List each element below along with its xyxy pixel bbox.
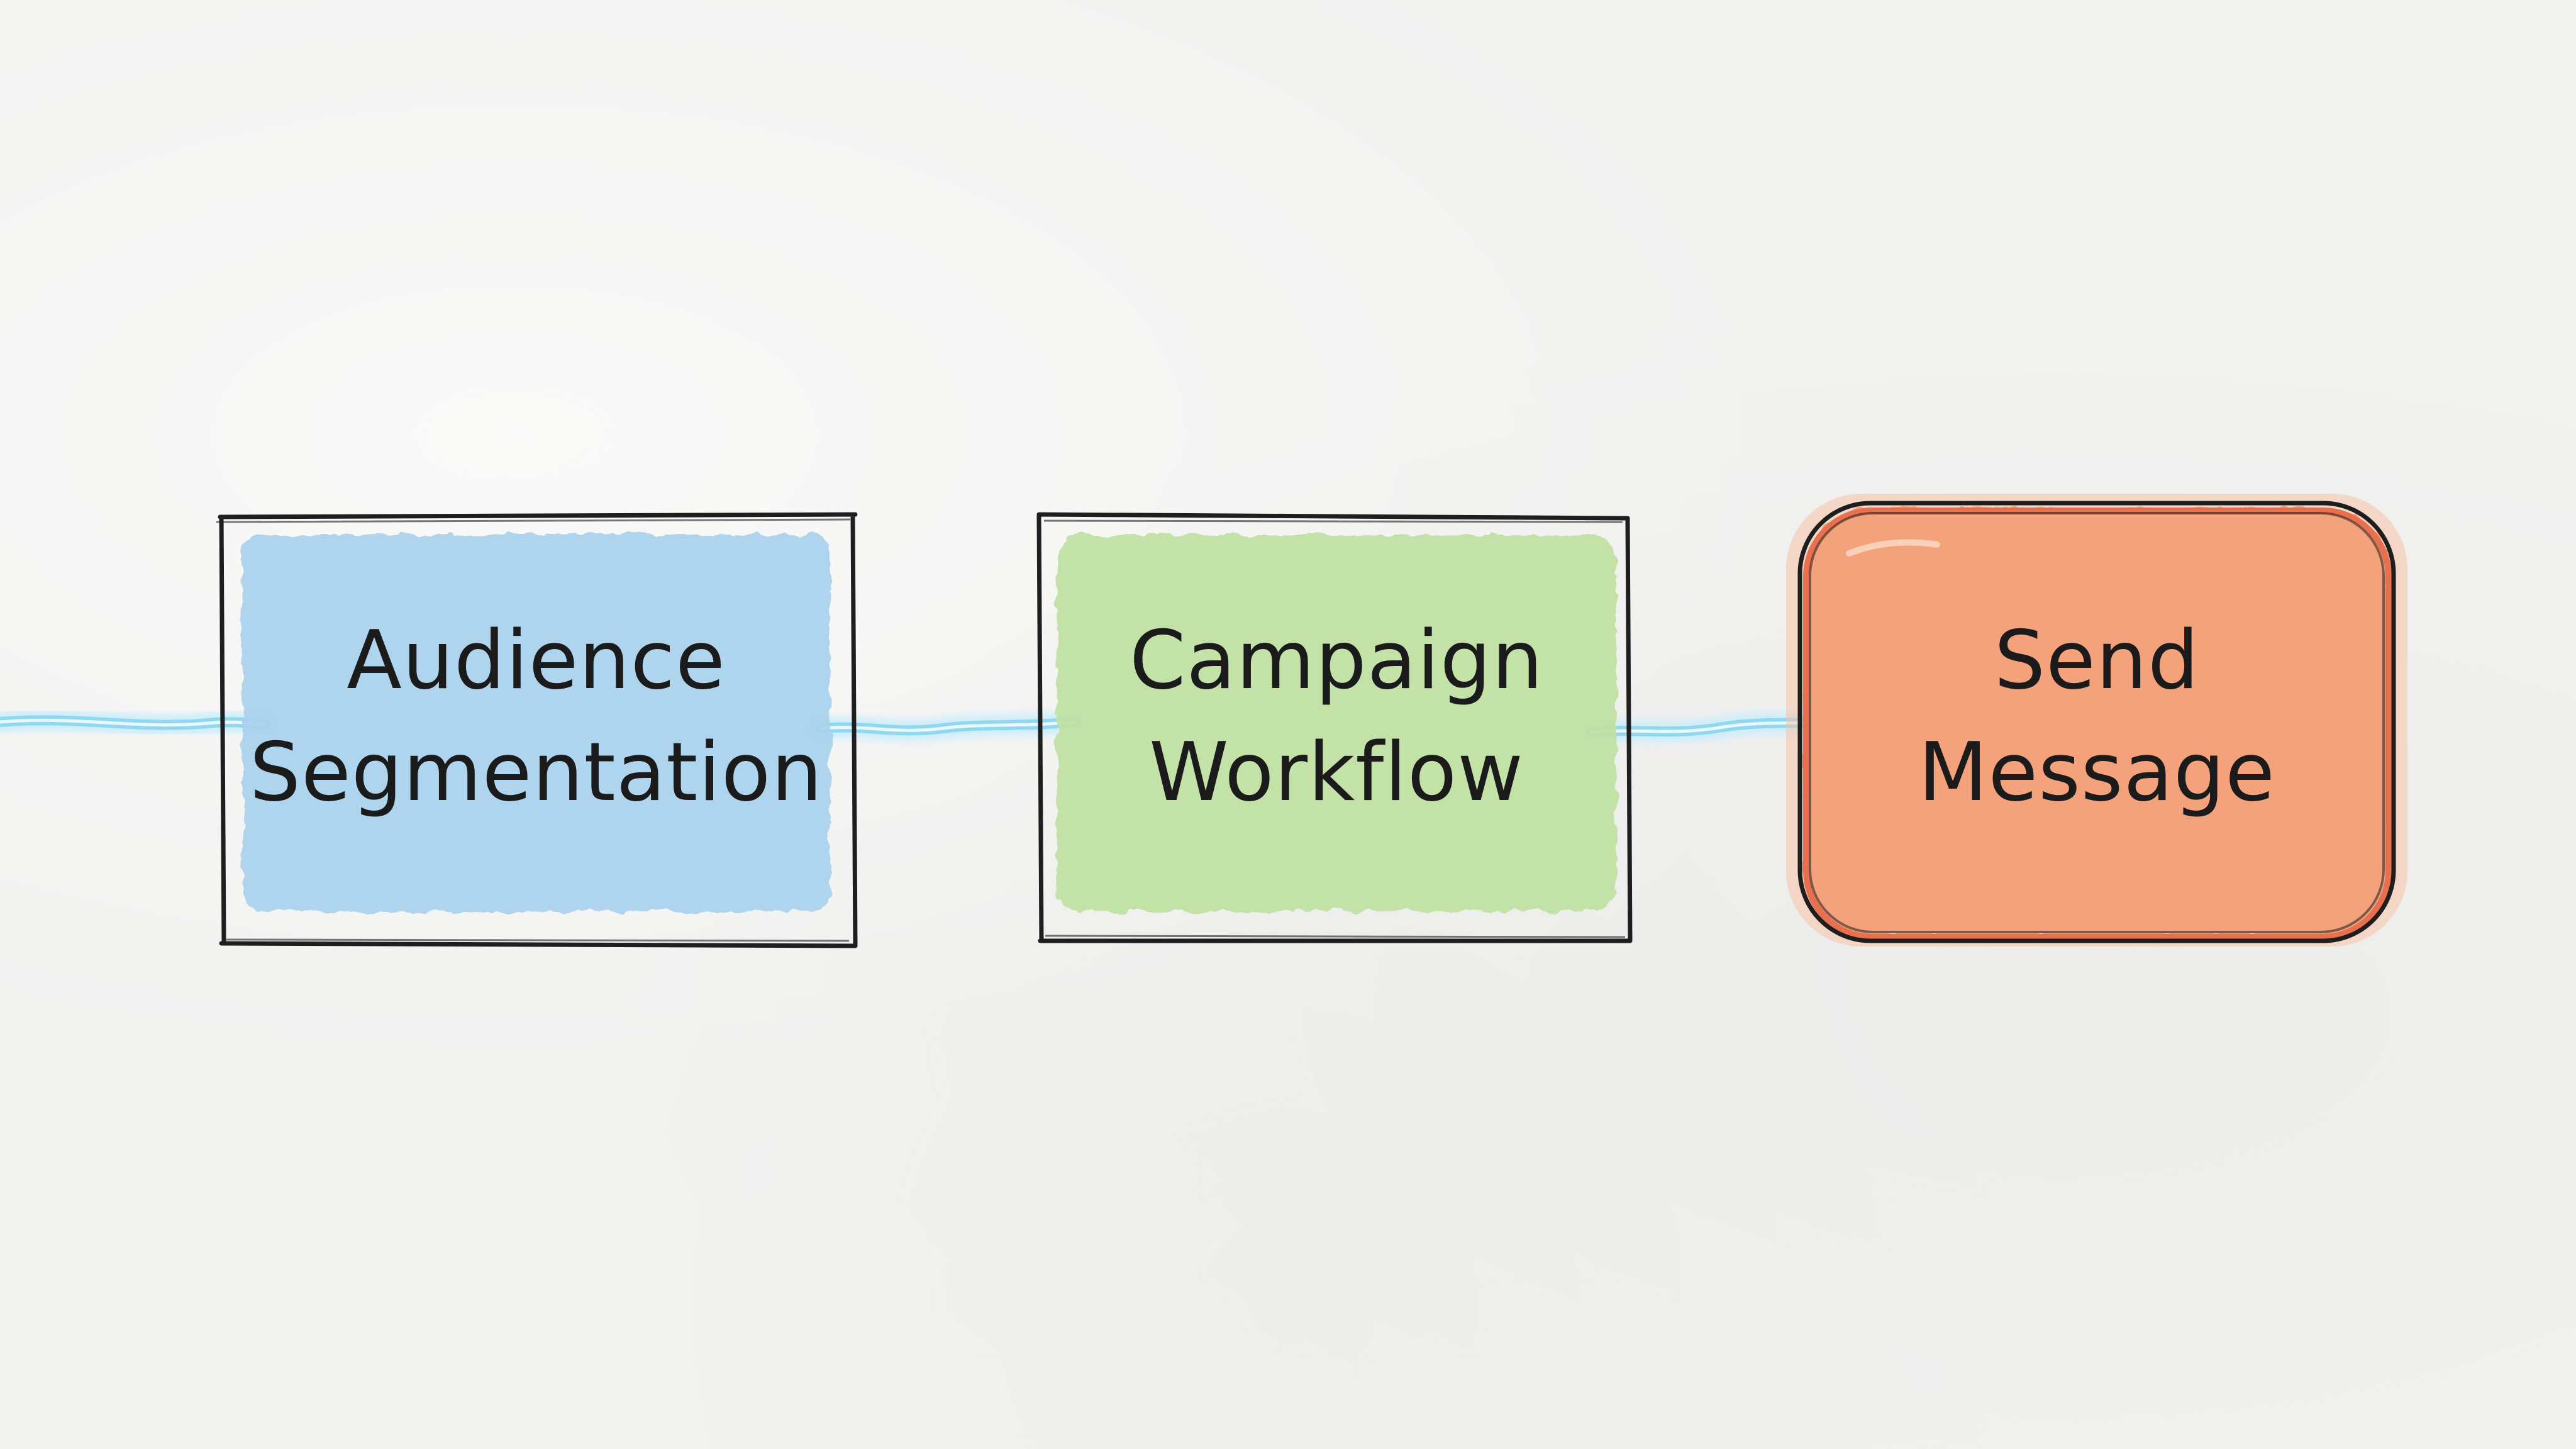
node-label-line: Segmentation — [249, 726, 823, 819]
node-label-line: Send — [1994, 614, 2200, 708]
node-label-line: Workflow — [1149, 726, 1524, 819]
node-label-line: Audience — [347, 614, 726, 708]
node-send-message-label: Send Message — [1805, 591, 2389, 843]
node-campaign-workflow-shape — [1036, 512, 1633, 943]
node-label-line: Campaign — [1129, 614, 1544, 708]
node-audience-segmentation-label: Audience Segmentation — [242, 591, 830, 843]
node-campaign-workflow-label: Campaign Workflow — [1057, 591, 1616, 843]
connector-audience-campaign — [810, 711, 1086, 741]
node-label-line: Message — [1918, 726, 2275, 819]
node-audience-segmentation-shape — [216, 512, 858, 948]
node-send-message-shape — [1786, 494, 2407, 947]
